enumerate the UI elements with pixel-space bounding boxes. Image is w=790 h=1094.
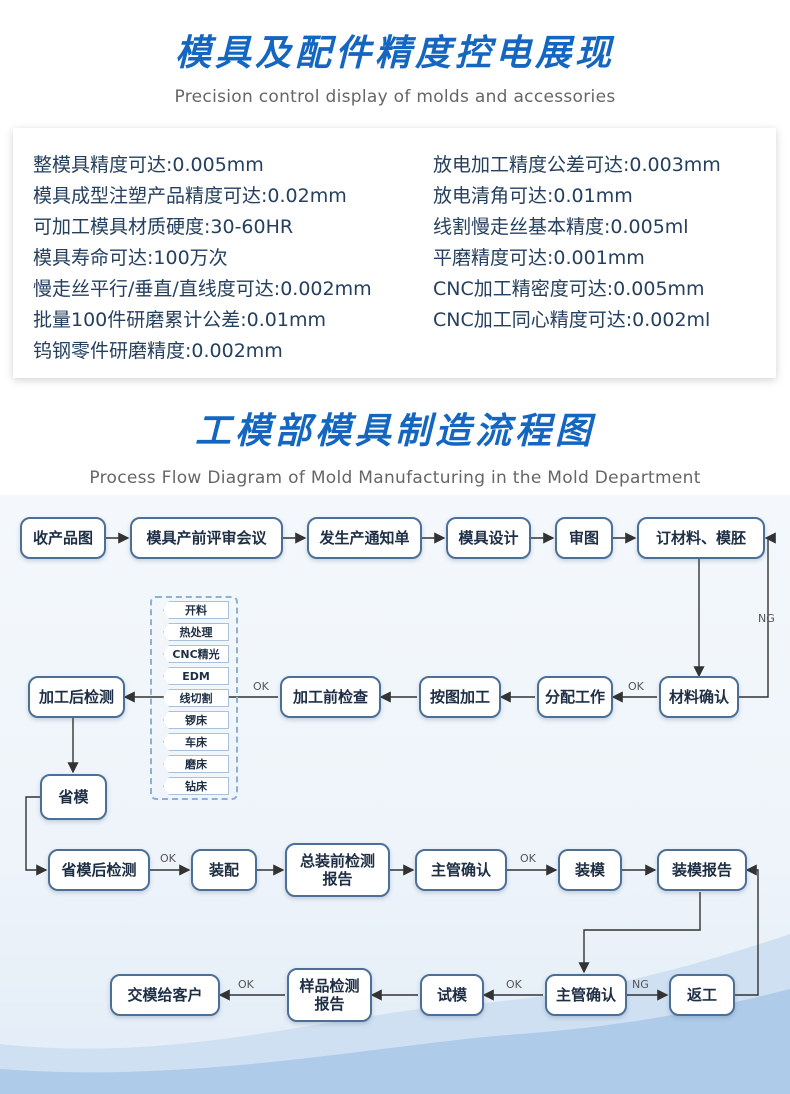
spec-line: CNC加工同心精度可达:0.002ml bbox=[433, 309, 711, 331]
flow-node-review-drawing: 审图 bbox=[555, 517, 613, 559]
ok-label: OK bbox=[238, 978, 254, 991]
flow-node-pre-assembly-report: 总装前检测报告 bbox=[285, 843, 390, 897]
flow-node-production-notice: 发生产通知单 bbox=[307, 517, 422, 559]
process-item: 锣床 bbox=[163, 711, 229, 729]
flow-node-assembly: 装配 bbox=[191, 849, 257, 891]
ok-label: OK bbox=[506, 978, 522, 991]
process-item: 热处理 bbox=[163, 623, 229, 641]
process-item: 车床 bbox=[163, 733, 229, 751]
process-item: 开料 bbox=[163, 601, 229, 619]
process-list-frame bbox=[150, 596, 238, 800]
spec-line: 整模具精度可达:0.005mm bbox=[33, 154, 264, 176]
flow-node-polishing: 省模 bbox=[40, 774, 107, 820]
flow-node-receive-drawing: 收产品图 bbox=[20, 517, 106, 559]
spec-line: CNC加工精密度可达:0.005mm bbox=[433, 278, 705, 300]
flow-node-rework: 返工 bbox=[669, 974, 735, 1016]
flow-title: 工模部模具制造流程图 bbox=[194, 411, 595, 452]
flow-node-review-meeting: 模具产前评审会议 bbox=[130, 517, 283, 559]
spec-line: 放电清角可达:0.01mm bbox=[433, 185, 633, 207]
flow-node-supervisor-confirm: 主管确认 bbox=[415, 849, 507, 891]
process-item: CNC精光 bbox=[163, 645, 229, 663]
flow-node-post-polish-inspection: 省模后检测 bbox=[48, 849, 150, 891]
ok-label: OK bbox=[160, 852, 176, 865]
flow-node-assign-work: 分配工作 bbox=[537, 676, 613, 718]
flow-node-post-machining-inspection: 加工后检测 bbox=[28, 676, 125, 718]
spec-line: 模具成型注塑产品精度可达:0.02mm bbox=[33, 185, 347, 207]
spec-line: 平磨精度可达:0.001mm bbox=[433, 247, 645, 269]
flow-node-supervisor-confirm-2: 主管确认 bbox=[545, 974, 627, 1016]
flow-node-machining: 按图加工 bbox=[419, 676, 501, 718]
process-item: 钻床 bbox=[163, 777, 229, 795]
spec-line: 可加工模具材质硬度:30-60HR bbox=[33, 216, 294, 238]
flow-node-mold-install: 装模 bbox=[558, 849, 622, 891]
spec-list-right: 放电加工精度公差可达:0.003mm 放电清角可达:0.01mm 线割慢走丝基本… bbox=[433, 150, 721, 336]
spec-line: 钨钢零件研磨精度:0.002mm bbox=[33, 340, 283, 362]
spec-line: 放电加工精度公差可达:0.003mm bbox=[433, 154, 721, 176]
process-item: EDM bbox=[163, 667, 229, 685]
ok-label: OK bbox=[628, 680, 644, 693]
spec-line: 线割慢走丝基本精度:0.005ml bbox=[433, 216, 689, 238]
spec-line: 慢走丝平行/垂直/直线度可达:0.002mm bbox=[33, 278, 372, 300]
flow-node-trial-mold: 试模 bbox=[420, 974, 484, 1016]
flow-node-material-confirm: 材料确认 bbox=[659, 676, 739, 718]
ng-label: NG bbox=[758, 612, 775, 625]
flow-subtitle: Process Flow Diagram of Mold Manufacturi… bbox=[89, 468, 701, 488]
process-item: 线切割 bbox=[163, 689, 229, 707]
process-item: 磨床 bbox=[163, 755, 229, 773]
precision-subtitle: Precision control display of molds and a… bbox=[174, 87, 616, 107]
flow-node-mold-design: 模具设计 bbox=[446, 517, 531, 559]
ok-label: OK bbox=[253, 680, 269, 693]
precision-spec-card: 整模具精度可达:0.005mm 模具成型注塑产品精度可达:0.02mm 可加工模… bbox=[13, 128, 776, 378]
spec-line: 模具寿命可达:100万次 bbox=[33, 247, 228, 269]
flow-node-order-materials: 订材料、模胚 bbox=[637, 517, 765, 559]
precision-title: 模具及配件精度控电展现 bbox=[174, 33, 615, 74]
flow-node-sample-report: 样品检测报告 bbox=[287, 968, 372, 1022]
spec-line: 批量100件研磨累计公差:0.01mm bbox=[33, 309, 326, 331]
wave-decoration bbox=[0, 934, 790, 1094]
ng-label: NG bbox=[632, 978, 649, 991]
flow-node-pre-machining-check: 加工前检查 bbox=[280, 676, 381, 718]
spec-list-left: 整模具精度可达:0.005mm 模具成型注塑产品精度可达:0.02mm 可加工模… bbox=[33, 150, 372, 367]
ok-label: OK bbox=[520, 852, 536, 865]
flow-node-install-report: 装模报告 bbox=[657, 849, 747, 891]
flow-node-deliver-to-customer: 交模给客户 bbox=[110, 974, 220, 1016]
